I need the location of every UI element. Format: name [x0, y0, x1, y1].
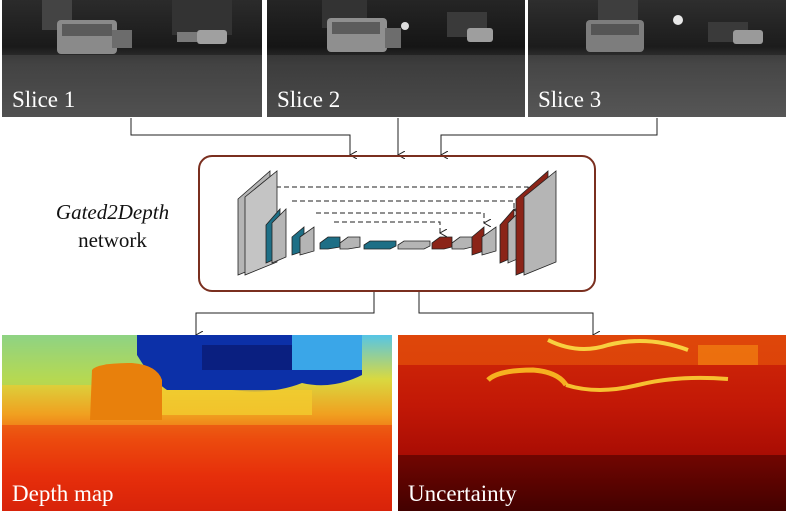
uncertainty-image: Uncertainty — [398, 335, 786, 511]
encoder-blocks — [237, 170, 361, 276]
network-label: Gated2Depth network — [40, 198, 185, 254]
slice-1-label: Slice 1 — [12, 87, 76, 112]
arrow-depth — [196, 292, 375, 335]
uncertainty-label: Uncertainty — [408, 481, 517, 506]
slice-3-image: Slice 3 — [528, 0, 786, 117]
arrow-slice3 — [441, 118, 658, 155]
depth-map-image: Depth map — [2, 335, 392, 511]
network-name: Gated2Depth — [55, 200, 170, 224]
unet-schematic — [237, 170, 557, 276]
slice-2-image: Slice 2 — [267, 0, 525, 117]
slice-1-image: Slice 1 — [2, 0, 262, 117]
arrow-slice1 — [130, 118, 350, 155]
network-suffix: network — [78, 228, 147, 252]
slice-3-label: Slice 3 — [538, 87, 602, 112]
decoder-blocks — [431, 170, 557, 276]
depth-map-label: Depth map — [12, 481, 114, 506]
network-box — [198, 155, 596, 292]
bottleneck-blocks — [363, 240, 431, 250]
slice-2-label: Slice 2 — [277, 87, 341, 112]
arrow-uncertainty — [418, 292, 593, 335]
